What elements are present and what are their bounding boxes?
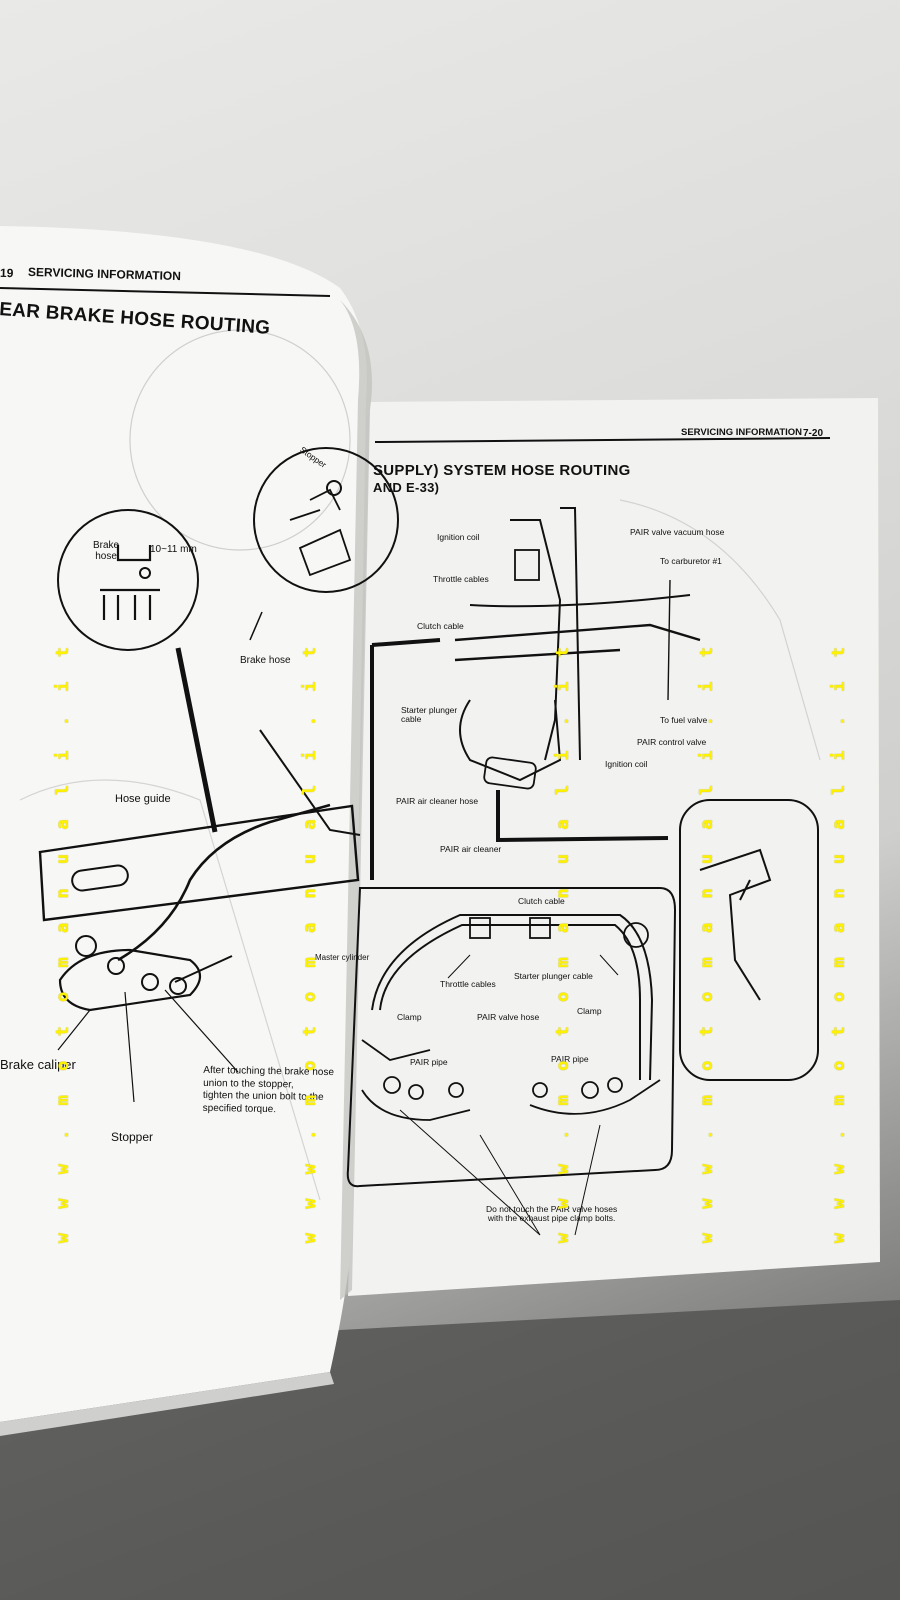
watermark-2: w w w . m o t o m a n u a l i . i t — [300, 640, 320, 1244]
label-to-fuel-valve: To fuel valve — [660, 715, 708, 725]
label-clutch-cable: Clutch cable — [417, 621, 464, 631]
label-brake-hose-detail: Brake hose — [93, 540, 120, 562]
label-clamp-left: Clamp — [397, 1012, 422, 1022]
label-dimension: 10~11 mm — [150, 544, 197, 555]
label-to-carburetor: To carburetor #1 — [660, 556, 722, 566]
label-throttle-cables: Throttle cables — [433, 574, 489, 584]
label-ignition-coil-top: Ignition coil — [437, 532, 480, 542]
swingarm — [38, 804, 360, 922]
right-header-rule — [374, 437, 831, 443]
left-header-rule — [0, 287, 331, 297]
label-master-cylinder: Master cylinder — [315, 953, 370, 962]
right-title-line1: SUPPLY) SYSTEM HOSE ROUTING — [373, 462, 631, 479]
label-brake-caliper: Brake caliper — [0, 1057, 76, 1072]
rear-brake-diagram — [19, 329, 399, 1201]
page-edges — [0, 1372, 334, 1436]
label-pair-pipe-left: PAIR pipe — [410, 1057, 448, 1067]
right-page — [348, 398, 880, 1296]
label-clamp-right: Clamp — [577, 1006, 602, 1016]
label-pair-air-cleaner-hose: PAIR air cleaner hose — [396, 796, 479, 806]
label-stopper: Stopper — [111, 1130, 154, 1144]
label-throttle-cables-lower: Throttle cables — [440, 979, 496, 989]
label-pair-valve-hose: PAIR valve hose — [477, 1012, 540, 1022]
detail-circle-stopper — [253, 447, 399, 593]
label-pair-valve-vacuum-hose: PAIR valve vacuum hose — [630, 527, 725, 537]
spine-gutter — [340, 300, 372, 1300]
label-starter-plunger-cable-lower: Starter plunger cable — [514, 971, 593, 981]
label-warning: Do not touch the PAIR valve hoses with t… — [486, 1204, 618, 1224]
label-hose-guide: Hose guide — [115, 793, 171, 805]
right-page-number: 7-20 — [803, 428, 824, 439]
label-clutch-cable-lower: Clutch cable — [518, 896, 565, 906]
label-brake-hose: Brake hose — [240, 655, 291, 666]
label-pair-pipe-right: PAIR pipe — [551, 1054, 589, 1064]
left-page — [0, 226, 367, 1422]
pair-lower-box — [346, 887, 677, 1188]
right-running-header: SERVICING INFORMATION — [681, 427, 803, 438]
left-page-number: 19 — [0, 265, 14, 281]
pair-system-diagram — [346, 499, 821, 1236]
label-starter-plunger-cable: Starter plunger cable — [401, 705, 458, 725]
right-title-line2: AND E-33) — [373, 480, 440, 495]
watermark-4: w w w . m o t o m a n u a l i . i t — [697, 640, 717, 1244]
watermark-5: w w w . m o t o m a n u a l i . i t — [829, 640, 849, 1244]
detail-circle-hose — [57, 509, 199, 651]
watermark-1: w w w . m o t o m a n u a l i . i t — [53, 640, 73, 1244]
watermark-3: w w w . m o t o m a n u a l i . i t — [553, 640, 573, 1244]
pair-inset-box — [679, 799, 819, 1081]
label-ignition-coil-bottom: Ignition coil — [605, 759, 648, 769]
label-pair-control-valve: PAIR control valve — [637, 737, 707, 747]
label-pair-air-cleaner: PAIR air cleaner — [440, 844, 502, 854]
brake-hose — [117, 803, 331, 962]
